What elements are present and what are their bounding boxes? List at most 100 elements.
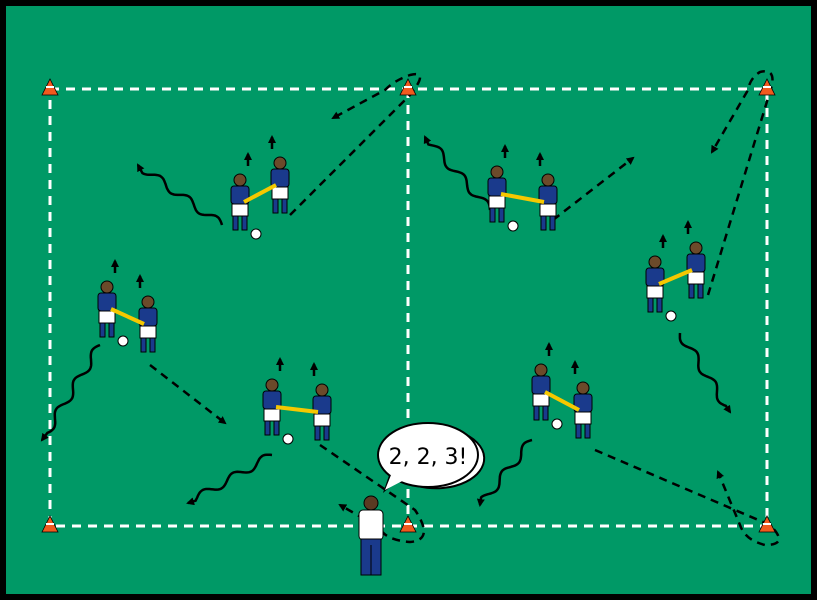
player-leg [241, 215, 248, 231]
ball-icon [250, 228, 262, 240]
player-head [576, 381, 590, 395]
player-shorts [532, 393, 550, 407]
player-shorts [574, 411, 592, 425]
run-path [149, 364, 227, 425]
cone-icon [758, 515, 776, 533]
player-head [233, 173, 247, 187]
player-leg [656, 297, 663, 313]
player-shorts [231, 203, 249, 217]
coach-call-text: 2, 2, 3! [389, 445, 468, 470]
player-shorts [313, 413, 331, 427]
player-shorts [271, 186, 289, 200]
player [531, 363, 551, 421]
cone-icon [399, 515, 417, 533]
player-leg [533, 405, 540, 421]
player-shorts [263, 408, 281, 422]
resistance-band [275, 405, 319, 414]
dribble-path [423, 135, 492, 211]
ball-icon [665, 310, 677, 322]
player [97, 280, 117, 338]
cone-icon [758, 78, 776, 96]
player-leg [688, 283, 695, 299]
resistance-band [658, 268, 693, 286]
player-shorts [687, 271, 705, 285]
run-path [594, 448, 780, 547]
player-head [141, 295, 155, 309]
player-shorts [646, 285, 664, 299]
dribble-paths [40, 135, 732, 507]
player-shorts [539, 203, 557, 217]
ball-icon [551, 418, 563, 430]
player-leg [323, 425, 330, 441]
player-leg [314, 425, 321, 441]
coach-shirt [358, 509, 384, 541]
player-leg [264, 420, 271, 436]
speech-bubble: 2, 2, 3! [377, 422, 486, 493]
player-leg [99, 322, 106, 338]
run-path [552, 156, 635, 221]
player-leg [549, 215, 556, 231]
player-head [689, 241, 703, 255]
player-leg [540, 215, 547, 231]
player-leg [542, 405, 549, 421]
player-shorts [98, 310, 116, 324]
player-leg [498, 207, 505, 223]
dribble-path [186, 453, 273, 506]
ball-icon [117, 335, 129, 347]
player [270, 156, 290, 214]
player-head [490, 165, 504, 179]
player-pair [645, 220, 706, 322]
player-leg [281, 198, 288, 214]
player [230, 173, 250, 231]
cone-icon [399, 78, 417, 96]
player-head [534, 363, 548, 377]
player-leg [489, 207, 496, 223]
player-head [648, 255, 662, 269]
player-leg [584, 423, 591, 439]
player-leg [575, 423, 582, 439]
player-head [541, 173, 555, 187]
coach-head [363, 495, 379, 511]
run-path [706, 70, 774, 296]
player-pair [262, 357, 332, 445]
player [538, 173, 558, 231]
player [487, 165, 507, 223]
coach [358, 495, 384, 576]
player [312, 383, 332, 441]
player-leg [108, 322, 115, 338]
player-leg [647, 297, 654, 313]
dribble-path [678, 332, 732, 414]
cone-icon [41, 515, 59, 533]
dribble-path [476, 438, 533, 507]
player [686, 241, 706, 299]
player-pair [487, 144, 558, 232]
player-pair [230, 135, 290, 240]
player-leg [149, 337, 156, 353]
resistance-band [500, 192, 545, 204]
dribble-path [136, 163, 224, 226]
cones [41, 78, 776, 533]
player [645, 255, 665, 313]
resistance-band [110, 307, 145, 326]
ball-icon [282, 433, 294, 445]
player-leg [273, 420, 280, 436]
players [97, 135, 706, 445]
resistance-band [544, 390, 580, 412]
player-pair [97, 259, 158, 353]
resistance-band [243, 183, 277, 204]
player-shorts [139, 325, 157, 339]
run-path [289, 72, 422, 216]
player-leg [697, 283, 704, 299]
cone-icon [41, 78, 59, 96]
player [262, 378, 282, 436]
player-head [315, 383, 329, 397]
player-head [100, 280, 114, 294]
player-leg [272, 198, 279, 214]
dribble-path [40, 343, 101, 442]
player-shorts [488, 195, 506, 209]
player-leg [232, 215, 239, 231]
player [138, 295, 158, 353]
player-pair [531, 342, 593, 439]
player-head [273, 156, 287, 170]
